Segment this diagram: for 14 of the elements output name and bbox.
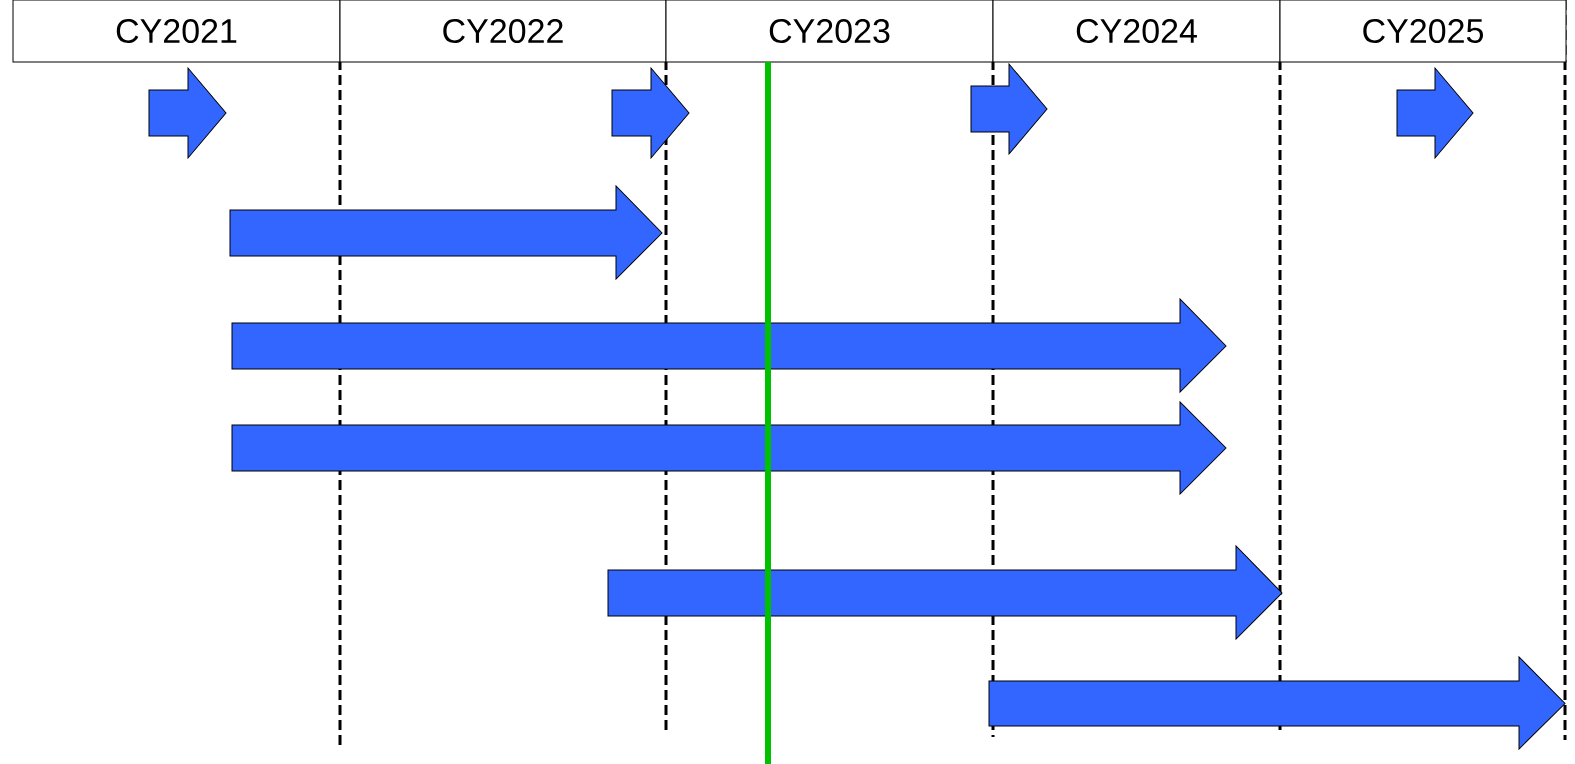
year-header-cell: CY2024 (992, 0, 1281, 63)
timeline-bar (970, 63, 1048, 155)
timeline-bar (231, 298, 1227, 393)
year-header-cell: CY2023 (665, 0, 994, 63)
year-header-cell: CY2025 (1279, 0, 1567, 63)
timeline-bar (229, 185, 663, 280)
timeline-bar (1396, 67, 1474, 159)
timeline-bar (231, 401, 1227, 495)
year-header-cell: CY2021 (12, 0, 341, 63)
year-header-cell: CY2022 (339, 0, 667, 63)
timeline-bar (988, 656, 1566, 750)
timeline-bar (611, 67, 690, 159)
timeline-bar (607, 545, 1283, 640)
timeline-bar (148, 67, 227, 159)
